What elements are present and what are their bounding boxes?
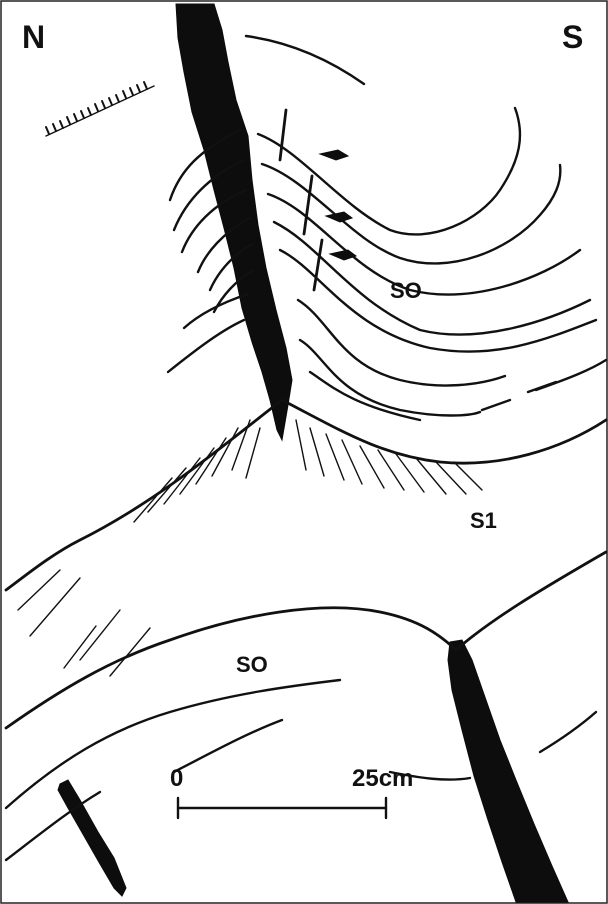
south-label: S [562, 19, 583, 55]
scale-bar: 0 25cm [170, 765, 413, 818]
lower-dark-vein [448, 640, 568, 902]
lower-bedding-label: SO [236, 652, 268, 677]
scale-end-label: 25cm [352, 765, 413, 792]
north-label: N [22, 19, 45, 55]
scale-zero-label: 0 [170, 765, 183, 792]
cleavage-label: S1 [470, 508, 497, 533]
dip-hatch-symbol [46, 82, 154, 136]
upper-bedding-label: SO [390, 278, 422, 303]
